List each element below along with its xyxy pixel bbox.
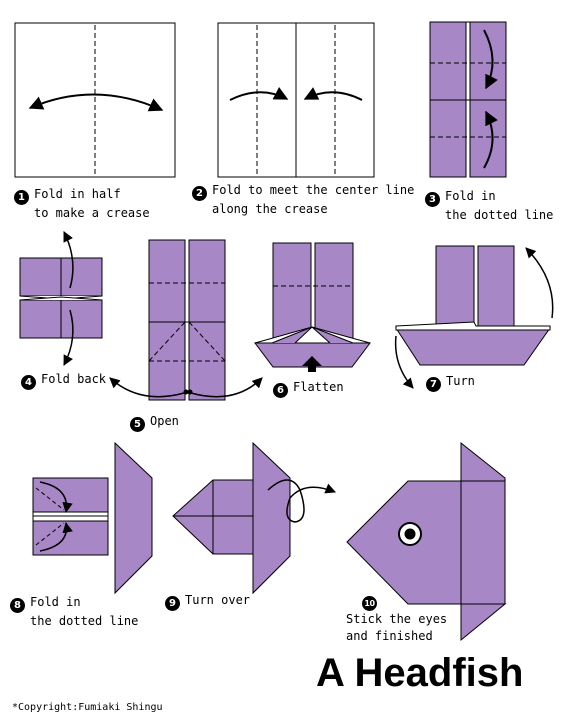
step9-fin xyxy=(252,441,291,595)
step10-tail-fin xyxy=(460,480,506,605)
step1-line1: Fold in half xyxy=(34,187,121,201)
step3-up-arrow xyxy=(483,110,498,169)
step8-number-badge: 8 xyxy=(10,598,25,613)
step7-line1: Turn xyxy=(446,374,475,388)
step1-line2: to make a crease xyxy=(34,206,150,220)
step4-number-badge: 4 xyxy=(21,375,36,390)
step5-line1: Open xyxy=(150,414,179,428)
step3-line2: the dotted line xyxy=(445,208,554,222)
step8-fin xyxy=(114,441,153,595)
step10-number-badge: 10 xyxy=(362,596,377,611)
step3-down-arrow xyxy=(483,29,498,90)
step7-number-badge: 7 xyxy=(426,377,441,392)
step5-left-arrow xyxy=(109,377,185,398)
step9-number-badge: 9 xyxy=(165,596,180,611)
step3-line1: Fold in xyxy=(445,189,496,203)
step5-right-arrow xyxy=(190,377,263,398)
step4-down-arrow xyxy=(63,309,74,366)
step7-caption: 7 Turn xyxy=(426,373,475,392)
step10-line2: and finished xyxy=(346,629,433,643)
step7-right-strip xyxy=(477,245,515,327)
step8-upper-arrow xyxy=(39,481,73,514)
step8-caption: 8 Fold in the dotted line xyxy=(10,594,138,630)
step1-caption: 1 Fold in half to make a crease xyxy=(14,186,150,222)
step7-boat-base xyxy=(395,327,551,366)
step8-figure xyxy=(32,441,153,595)
step10-caption: 10 Stick the eyes and finished xyxy=(346,592,447,645)
step6-caption: 6 Flatten xyxy=(273,379,344,398)
step8-line1: Fold in xyxy=(30,595,81,609)
step3-caption: 3 Fold in the dotted line xyxy=(425,188,553,224)
step10-eye-pupil xyxy=(404,528,416,540)
step4-line1: Fold back xyxy=(41,372,107,386)
copyright-notice: *Copyright:Fumiaki Shingu xyxy=(12,702,163,713)
step6-right-strip xyxy=(314,242,354,339)
step6-line1: Flatten xyxy=(293,380,344,394)
step4-figure xyxy=(19,231,103,366)
step10-line1: Stick the eyes xyxy=(346,612,448,626)
step7-rotate-arrow-left xyxy=(394,335,414,389)
step8-line2: the dotted line xyxy=(30,614,139,628)
step1-number-badge: 1 xyxy=(14,190,29,205)
step9-turn-over-arrow xyxy=(267,479,336,523)
step10-lower-fin xyxy=(460,603,507,642)
step6-number-badge: 6 xyxy=(273,383,288,398)
step6-left-strip xyxy=(272,242,312,339)
step7-rotate-arrow-right xyxy=(525,247,554,319)
step2-left-arrow xyxy=(229,86,289,101)
step4-caption: 4 Fold back xyxy=(21,371,106,390)
step2-line2: along the crease xyxy=(212,202,328,216)
step9-caption: 9 Turn over xyxy=(165,592,250,611)
step5-caption: 5 Open xyxy=(130,413,179,432)
step2-number-badge: 2 xyxy=(192,186,207,201)
step2-figure xyxy=(217,22,375,178)
step5-figure xyxy=(109,239,263,401)
step7-figure xyxy=(394,245,554,389)
step6-push-arrow xyxy=(302,356,322,372)
step1-figure xyxy=(14,22,176,178)
step7-left-strip xyxy=(435,245,475,327)
step3-number-badge: 3 xyxy=(425,192,440,207)
step5-number-badge: 5 xyxy=(130,417,145,432)
step8-lower-arrow xyxy=(39,521,73,552)
step10-figure xyxy=(346,441,507,642)
step1-fold-arrow xyxy=(28,93,164,112)
step5-right-strip xyxy=(188,239,226,401)
step9-line1: Turn over xyxy=(185,593,251,607)
step4-up-arrow xyxy=(63,231,74,289)
step10-upper-fin xyxy=(460,441,506,482)
step9-figure xyxy=(172,441,336,595)
step6-figure xyxy=(254,242,371,372)
page-title: A Headfish xyxy=(316,651,524,695)
step2-line1: Fold to meet the center line xyxy=(212,183,415,197)
step3-figure xyxy=(429,21,507,178)
step2-right-arrow xyxy=(303,87,363,101)
step2-caption: 2 Fold to meet the center line along the … xyxy=(192,182,414,218)
step5-left-strip xyxy=(148,239,186,401)
